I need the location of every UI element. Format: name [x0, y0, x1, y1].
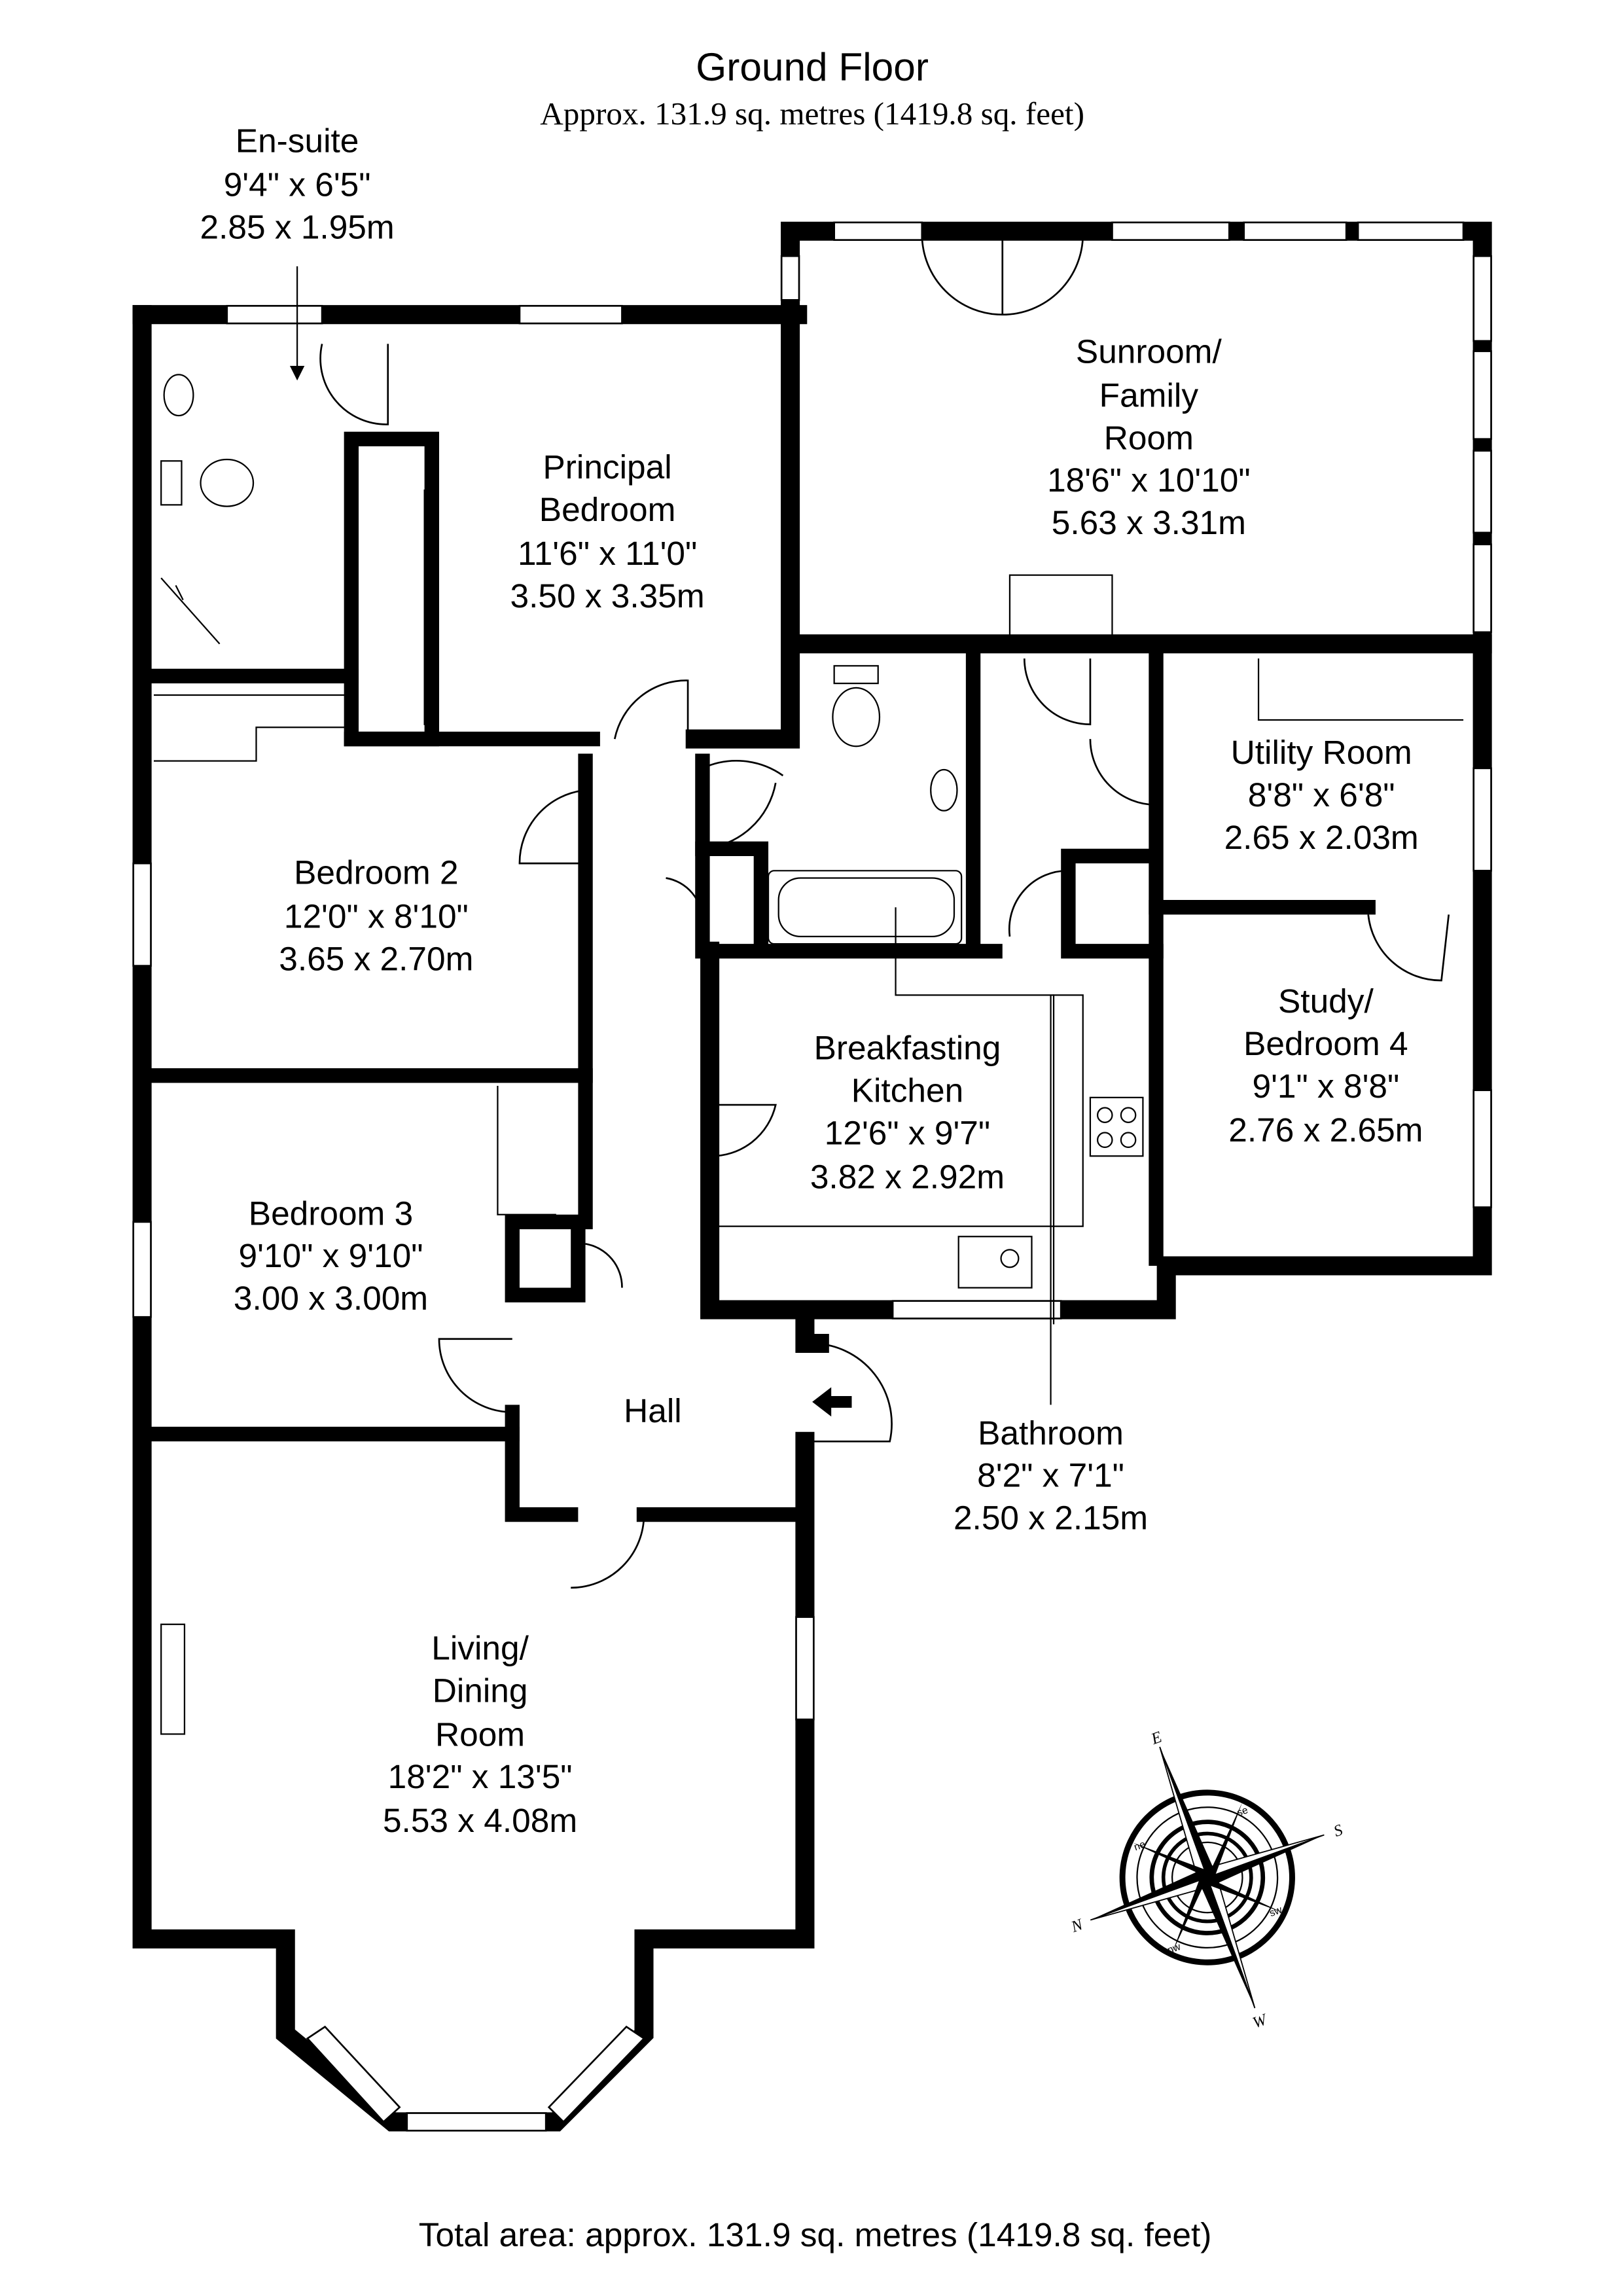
room-metric: 2.65 x 2.03m: [1224, 818, 1419, 856]
compass-sw: sw: [1268, 1904, 1284, 1919]
room-metric: 3.65 x 2.70m: [279, 939, 473, 977]
room-imperial: 8'2" x 7'1": [977, 1456, 1124, 1494]
room-metric: 2.50 x 2.15m: [954, 1498, 1148, 1536]
room-kitchen: Breakfasting Kitchen 12'6" x 9'7" 3.82 x…: [810, 1029, 1005, 1196]
room-hall: Hall: [624, 1391, 682, 1429]
compass-se: se: [1236, 1804, 1249, 1819]
room-name: Utility Room: [1231, 733, 1412, 771]
doors: [319, 234, 1450, 1589]
room-name: Breakfasting: [814, 1029, 1001, 1067]
room-metric: 3.00 x 3.00m: [234, 1279, 428, 1317]
compass-ne: ne: [1133, 1839, 1147, 1853]
room-study: Study/ Bedroom 4 9'1" x 8'8" 2.76 x 2.65…: [1228, 982, 1423, 1149]
room-name: Bedroom 2: [294, 853, 458, 891]
room-metric: 5.53 x 4.08m: [383, 1801, 577, 1839]
room-metric: 2.76 x 2.65m: [1228, 1111, 1423, 1149]
room-imperial: 11'6" x 11'0": [518, 534, 697, 572]
room-name: Room: [1104, 418, 1194, 456]
room-name: Hall: [624, 1391, 682, 1429]
room-imperial: 12'6" x 9'7": [825, 1113, 990, 1151]
room-imperial: 9'4" x 6'5": [224, 166, 371, 204]
room-name: En-suite: [236, 122, 359, 160]
room-imperial: 9'1" x 8'8": [1253, 1067, 1400, 1105]
room-name: Bedroom 4: [1243, 1024, 1408, 1062]
room-name: Bedroom 3: [249, 1194, 413, 1232]
room-imperial: 18'2" x 13'5": [388, 1757, 573, 1795]
room-name: Living/: [431, 1628, 529, 1666]
room-name: Sunroom/: [1076, 332, 1222, 370]
room-metric: 3.50 x 3.35m: [510, 577, 705, 615]
room-metric: 3.82 x 2.92m: [810, 1157, 1005, 1195]
room-bathroom: Bathroom 8'2" x 7'1" 2.50 x 2.15m: [954, 995, 1148, 1536]
room-name: Principal: [543, 448, 672, 486]
room-name: Room: [435, 1715, 525, 1753]
room-name: Bathroom: [978, 1414, 1124, 1452]
compass-nw: nw: [1166, 1941, 1183, 1956]
room-labels: En-suite 9'4" x 6'5" 2.85 x 1.95m Princi…: [200, 122, 1423, 1840]
room-name: Dining: [433, 1671, 528, 1709]
room-name: Family: [1099, 376, 1199, 414]
room-imperial: 8'8" x 6'8": [1248, 776, 1395, 814]
room-bedroom-2: Bedroom 2 12'0" x 8'10" 3.65 x 2.70m: [279, 853, 473, 977]
room-name: Kitchen: [851, 1071, 963, 1109]
room-utility: Utility Room 8'8" x 6'8" 2.65 x 2.03m: [1224, 733, 1419, 856]
room-name: Bedroom: [539, 490, 676, 528]
total-area: Total area: approx. 131.9 sq. metres (14…: [419, 2215, 1212, 2253]
room-imperial: 9'10" x 9'10": [239, 1236, 423, 1274]
room-metric: 2.85 x 1.95m: [200, 207, 395, 245]
room-imperial: 18'6" x 10'10": [1047, 461, 1251, 499]
plan-subtitle: Approx. 131.9 sq. metres (1419.8 sq. fee…: [540, 96, 1084, 132]
room-imperial: 12'0" x 8'10": [284, 897, 469, 935]
room-bedroom-3: Bedroom 3 9'10" x 9'10" 3.00 x 3.00m: [234, 1194, 428, 1317]
room-sunroom: Sunroom/ Family Room 18'6" x 10'10" 5.63…: [1047, 332, 1251, 541]
plan-title: Ground Floor: [696, 45, 929, 89]
room-name: Study/: [1278, 982, 1374, 1020]
fixtures: [153, 374, 1464, 1735]
room-metric: 5.63 x 3.31m: [1052, 503, 1246, 541]
room-principal-bedroom: Principal Bedroom 11'6" x 11'0" 3.50 x 3…: [510, 448, 705, 615]
windows: [132, 221, 1492, 2132]
room-ensuite: En-suite 9'4" x 6'5" 2.85 x 1.95m: [200, 122, 395, 381]
room-living: Living/ Dining Room 18'2" x 13'5" 5.53 x…: [383, 1628, 577, 1839]
